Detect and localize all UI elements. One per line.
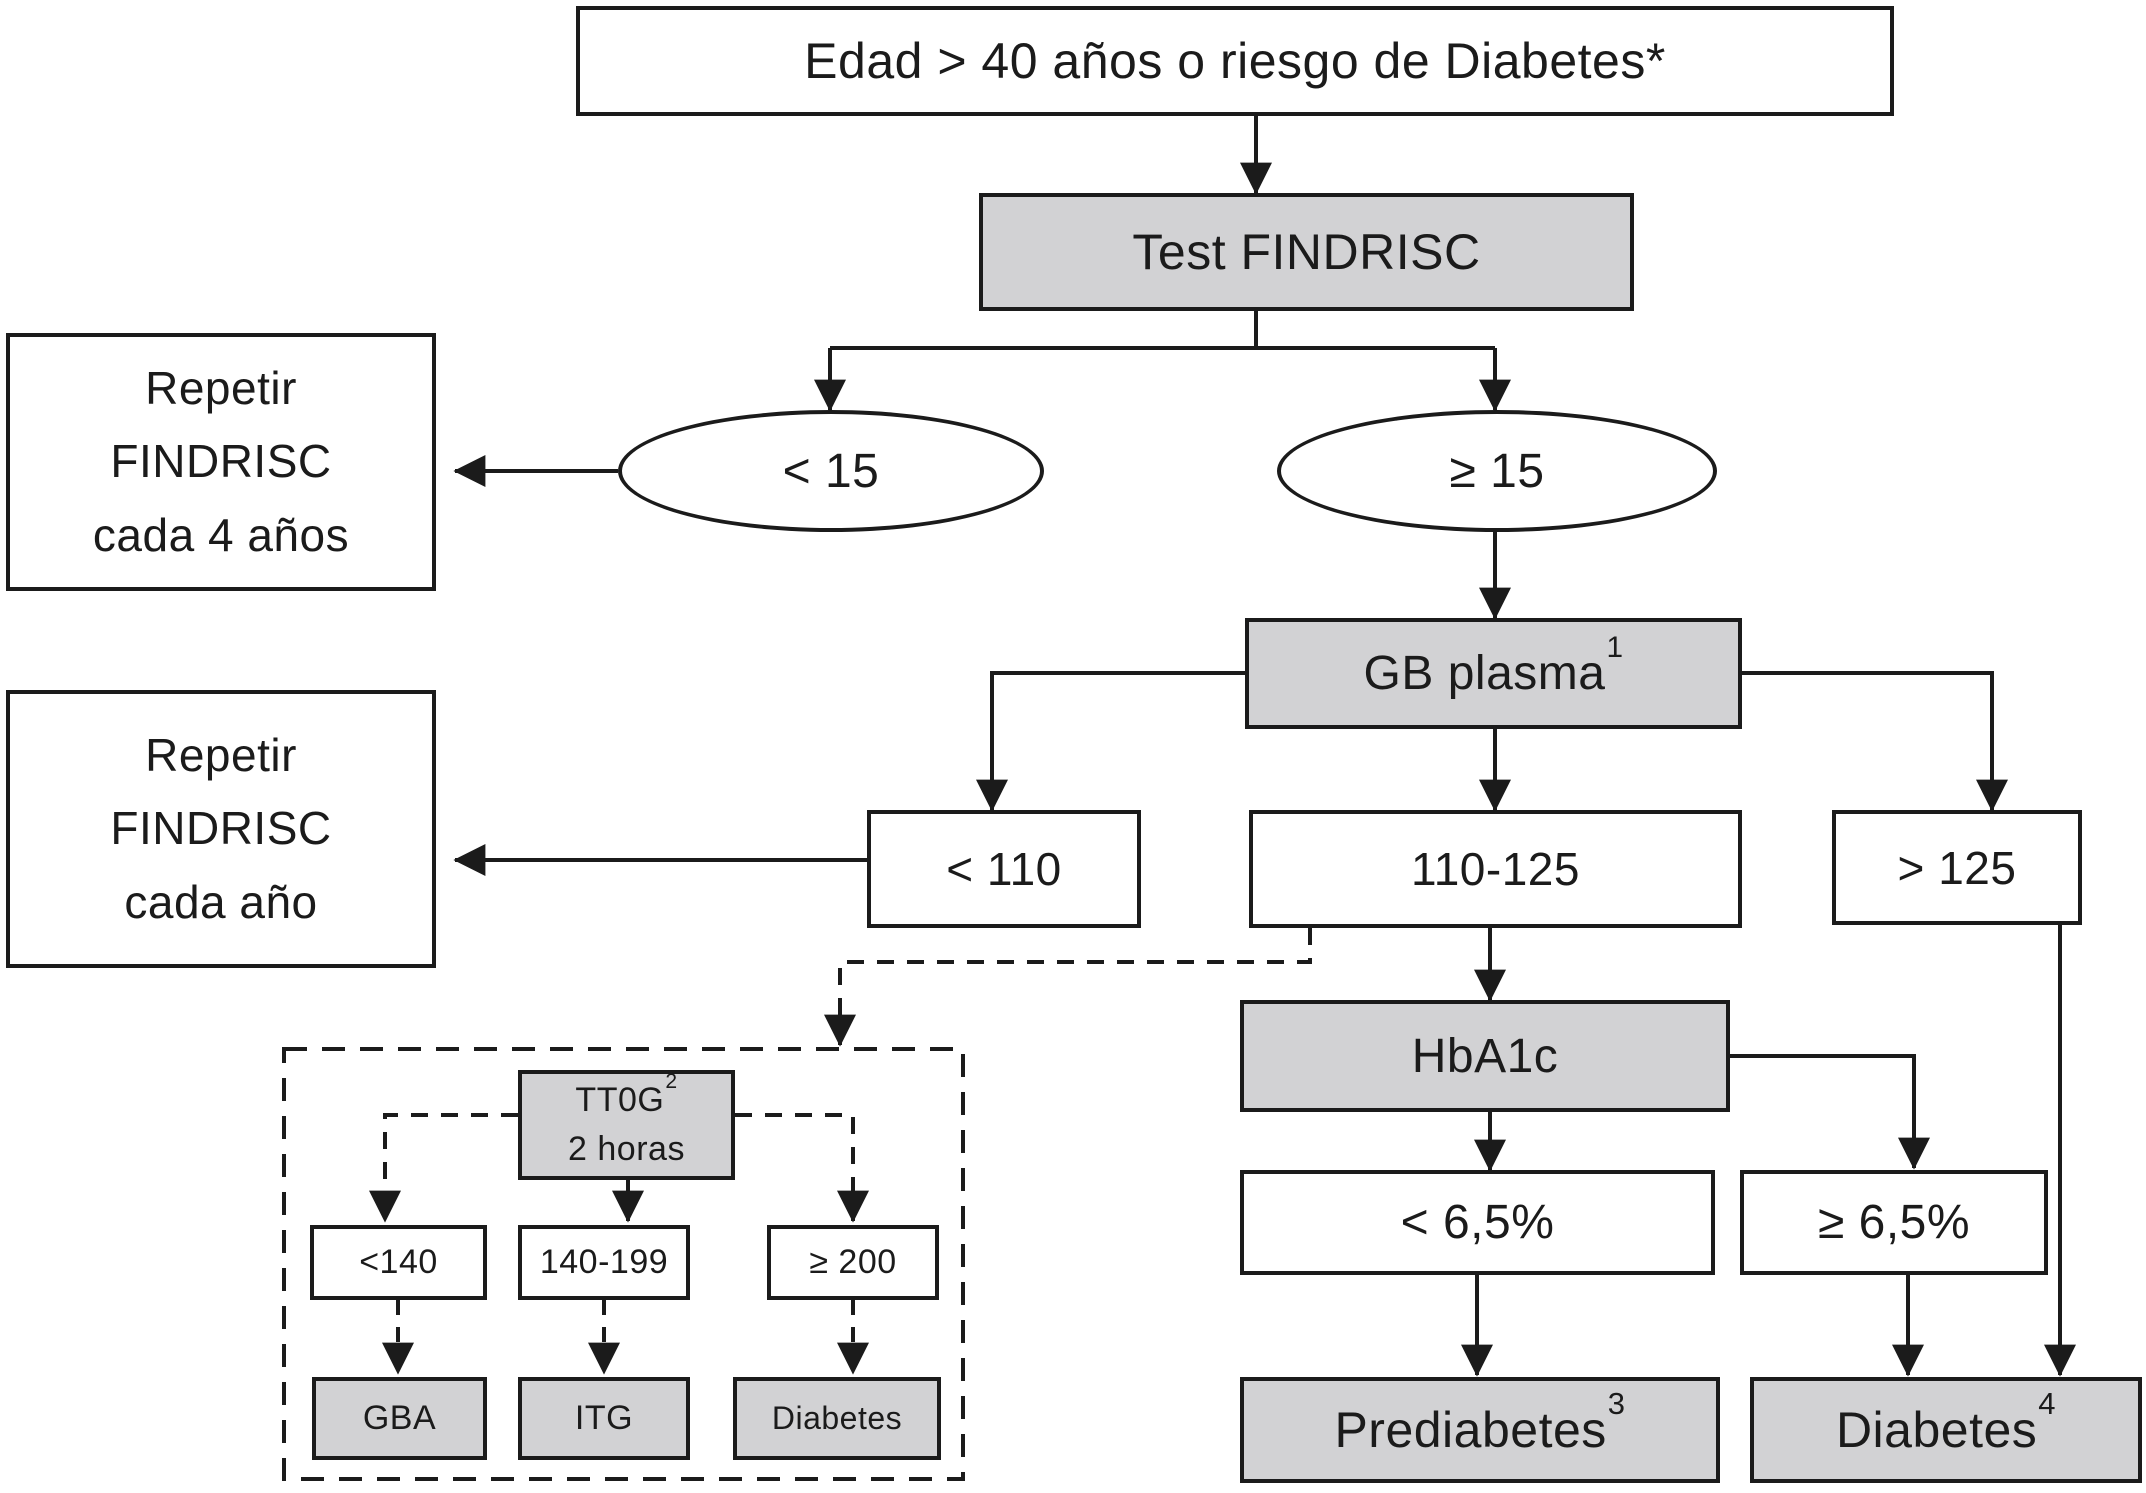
node-findrisc-ge15: ≥ 15	[1277, 410, 1717, 532]
repetir1-line3: cada año	[124, 875, 318, 928]
node-diabetes: Diabetes4	[1750, 1377, 2142, 1483]
node-findrisc-lt15: < 15	[618, 410, 1044, 532]
node-ttog-140-199: 140-199	[518, 1225, 690, 1300]
repetir4-line2: FINDRISC	[110, 435, 332, 488]
node-hba1c-lt65-label: < 6,5%	[1400, 1196, 1555, 1249]
repetir4-line1: Repetir	[145, 361, 297, 414]
node-hba1c-ge65-label: ≥ 6,5%	[1817, 1196, 1971, 1249]
node-ttog-label: TT0G2	[575, 1069, 678, 1119]
repetir4-line3: cada 4 años	[92, 508, 350, 561]
node-edad-riesgo: Edad > 40 años o riesgo de Diabetes*	[576, 6, 1894, 116]
node-ttog-lt140-label: <140	[359, 1243, 438, 1281]
gb-plasma-footnote-ref: 1	[1606, 631, 1624, 665]
node-test-findrisc: Test FINDRISC	[979, 193, 1634, 311]
node-gb-gt125-label: > 125	[1897, 841, 2017, 894]
node-gb-gt125: > 125	[1832, 810, 2082, 925]
node-result-itg: ITG	[518, 1377, 690, 1460]
diabetes-footnote-ref: 4	[2038, 1385, 2057, 1421]
node-ttog-140-199-label: 140-199	[539, 1243, 669, 1281]
node-gb-110-125-label: 110-125	[1411, 843, 1580, 895]
node-hba1c: HbA1c	[1240, 1000, 1730, 1112]
node-result-gba: GBA	[312, 1377, 487, 1460]
prediabetes-footnote-ref: 3	[1607, 1385, 1626, 1421]
node-ttog-ge200-label: ≥ 200	[809, 1243, 897, 1281]
node-edad-riesgo-label: Edad > 40 años o riesgo de Diabetes*	[804, 33, 1666, 89]
node-hba1c-ge65: ≥ 6,5%	[1740, 1170, 2048, 1275]
node-result-itg-label: ITG	[574, 1399, 634, 1437]
node-findrisc-lt15-label: < 15	[782, 444, 880, 498]
node-ttog-2horas: TT0G2 2 horas	[518, 1070, 735, 1180]
node-result-gba-label: GBA	[362, 1399, 437, 1437]
node-gb-lt110-label: < 110	[946, 843, 1062, 895]
node-test-findrisc-label: Test FINDRISC	[1132, 224, 1481, 280]
node-repetir-findrisc-4anos: Repetir FINDRISC cada 4 años	[6, 333, 436, 591]
node-ttog-label2: 2 horas	[568, 1130, 685, 1168]
node-prediabetes: Prediabetes3	[1240, 1377, 1720, 1483]
node-gb-plasma: GB plasma1	[1245, 618, 1742, 729]
node-findrisc-ge15-label: ≥ 15	[1449, 444, 1545, 498]
node-result-diabetes-ttog-label: Diabetes	[771, 1400, 903, 1436]
node-gb-110-125: 110-125	[1249, 810, 1742, 928]
node-hba1c-lt65: < 6,5%	[1240, 1170, 1715, 1275]
node-repetir-findrisc-anual: Repetir FINDRISC cada año	[6, 690, 436, 968]
repetir1-line1: Repetir	[145, 728, 297, 781]
node-hba1c-label: HbA1c	[1411, 1029, 1559, 1083]
node-gb-lt110: < 110	[867, 810, 1141, 928]
node-ttog-lt140: <140	[310, 1225, 487, 1300]
ttog-footnote-ref: 2	[665, 1069, 678, 1093]
node-result-diabetes-ttog: Diabetes	[733, 1377, 941, 1460]
node-ttog-ge200: ≥ 200	[767, 1225, 939, 1300]
node-gb-plasma-label: GB plasma1	[1363, 631, 1624, 700]
repetir1-line2: FINDRISC	[110, 802, 332, 855]
node-diabetes-label: Diabetes4	[1835, 1385, 2057, 1458]
node-prediabetes-label: Prediabetes3	[1334, 1385, 1626, 1458]
